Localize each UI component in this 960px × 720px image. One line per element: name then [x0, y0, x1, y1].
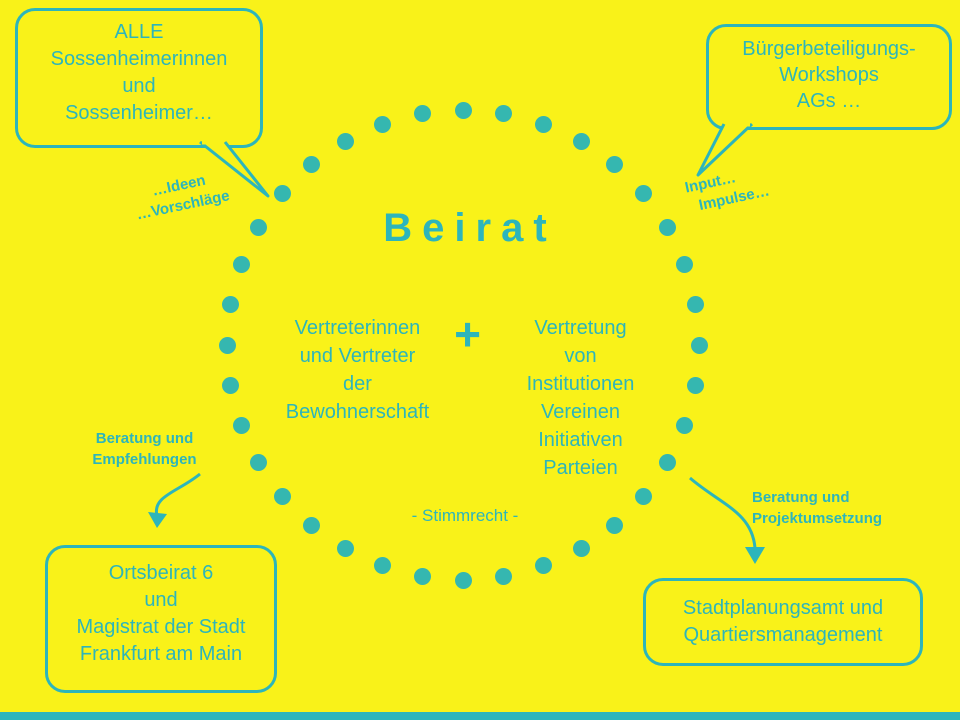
- circle-dot: [572, 540, 590, 558]
- text-line: Magistrat der Stadt: [76, 616, 246, 638]
- circle-dot: [250, 454, 268, 471]
- circle-dot: [302, 156, 320, 174]
- bubble-all-sossenheimer: ALLE Sossenheimerinnen und Sossenheimer…: [15, 8, 263, 148]
- diagram-title: Beirat: [383, 206, 557, 250]
- label-beratung-projektumsetzung: Beratung und Projektumsetzung: [752, 487, 912, 529]
- text-line: Vertretung: [534, 317, 627, 339]
- circle-dot: [572, 132, 590, 150]
- arrow-to-ortsbeirat: [148, 472, 201, 528]
- circle-dot: [454, 571, 472, 589]
- text-line: AGs …: [796, 90, 862, 112]
- text-line: von: [564, 345, 597, 367]
- text-line: Vereinen: [541, 401, 620, 423]
- circle-dot: [635, 185, 653, 203]
- text-line: Vertreterinnen: [294, 317, 421, 339]
- footer-bar: [0, 712, 960, 720]
- text-line: Beratung und: [95, 430, 194, 447]
- circle-dot: [686, 377, 704, 395]
- institutions-representation-text: Vertretung von Institutionen Vereinen In…: [498, 314, 663, 482]
- text-line: Sossenheimer…: [65, 102, 213, 124]
- text-line: Initiativen: [538, 429, 623, 451]
- circle-dot: [302, 516, 320, 534]
- arrow-to-stadtplanungsamt: [689, 476, 765, 564]
- circle-dot: [606, 516, 624, 534]
- text-line: Bewohnerschaft: [285, 401, 430, 423]
- circle-dot: [336, 540, 354, 558]
- text-line: Beratung und: [752, 489, 850, 506]
- circle-dot: [250, 219, 268, 236]
- text-line: Empfehlungen: [92, 451, 197, 468]
- circle-dot: [454, 101, 472, 119]
- text-line: ALLE: [114, 21, 164, 43]
- text-line: Workshops: [779, 64, 879, 86]
- residents-representatives-text: Vertreterinnen und Vertreter der Bewohne…: [265, 314, 450, 426]
- text-line: Bürgerbeteiligungs-: [742, 38, 916, 60]
- circle-dot: [690, 336, 708, 354]
- text-line: Sossenheimerinnen: [50, 48, 228, 70]
- text-line: Quartiersmanagement: [683, 624, 883, 646]
- text-line: Projektumsetzung: [752, 510, 883, 527]
- circle-dot: [635, 487, 653, 505]
- circle-dot: [336, 132, 354, 150]
- text-line: Frankfurt am Main: [79, 643, 243, 665]
- circle-dot: [676, 416, 694, 434]
- circle-dot: [686, 295, 704, 313]
- circle-dot: [495, 567, 513, 585]
- circle-dot: [218, 336, 236, 354]
- circle-dot: [373, 557, 391, 575]
- text-line: Ortsbeirat 6: [108, 562, 214, 584]
- circle-dot: [273, 487, 291, 505]
- circle-dot: [273, 185, 291, 203]
- label-beratung-empfehlungen: Beratung und Empfehlungen: [82, 428, 207, 470]
- bubble-tail-top-right: [696, 123, 754, 177]
- voting-right-note: - Stimmrecht -: [411, 506, 519, 525]
- circle-dot: [495, 105, 513, 123]
- plus-sign: +: [454, 308, 481, 360]
- circle-dot: [232, 416, 250, 434]
- box-stadtplanungsamt-quartiersmanagement: Stadtplanungsamt und Quartiersmanagement: [643, 578, 923, 666]
- bubble-tail-top-left: [199, 141, 270, 198]
- circle-dot: [222, 377, 240, 395]
- text-line: und: [144, 589, 178, 611]
- text-line: und: [122, 75, 156, 97]
- bubble-workshops: Bürgerbeteiligungs- Workshops AGs …: [706, 24, 952, 130]
- text-line: der: [343, 373, 372, 395]
- circle-dot: [676, 256, 694, 274]
- circle-dot: [658, 219, 676, 236]
- circle-dot: [413, 105, 431, 123]
- text-line: und Vertreter: [299, 345, 416, 367]
- circle-dot: [222, 295, 240, 313]
- box-ortsbeirat-magistrat: Ortsbeirat 6 und Magistrat der Stadt Fra…: [45, 545, 277, 693]
- circle-dot: [535, 115, 553, 133]
- circle-dot: [413, 567, 431, 585]
- circle-dot: [373, 115, 391, 133]
- circle-dot: [232, 256, 250, 274]
- circle-dot: [658, 454, 676, 471]
- text-line: Parteien: [543, 457, 618, 479]
- text-line: Institutionen: [526, 373, 635, 395]
- text-line: Stadtplanungsamt und: [682, 597, 884, 619]
- circle-dot: [535, 557, 553, 575]
- circle-dot: [606, 156, 624, 174]
